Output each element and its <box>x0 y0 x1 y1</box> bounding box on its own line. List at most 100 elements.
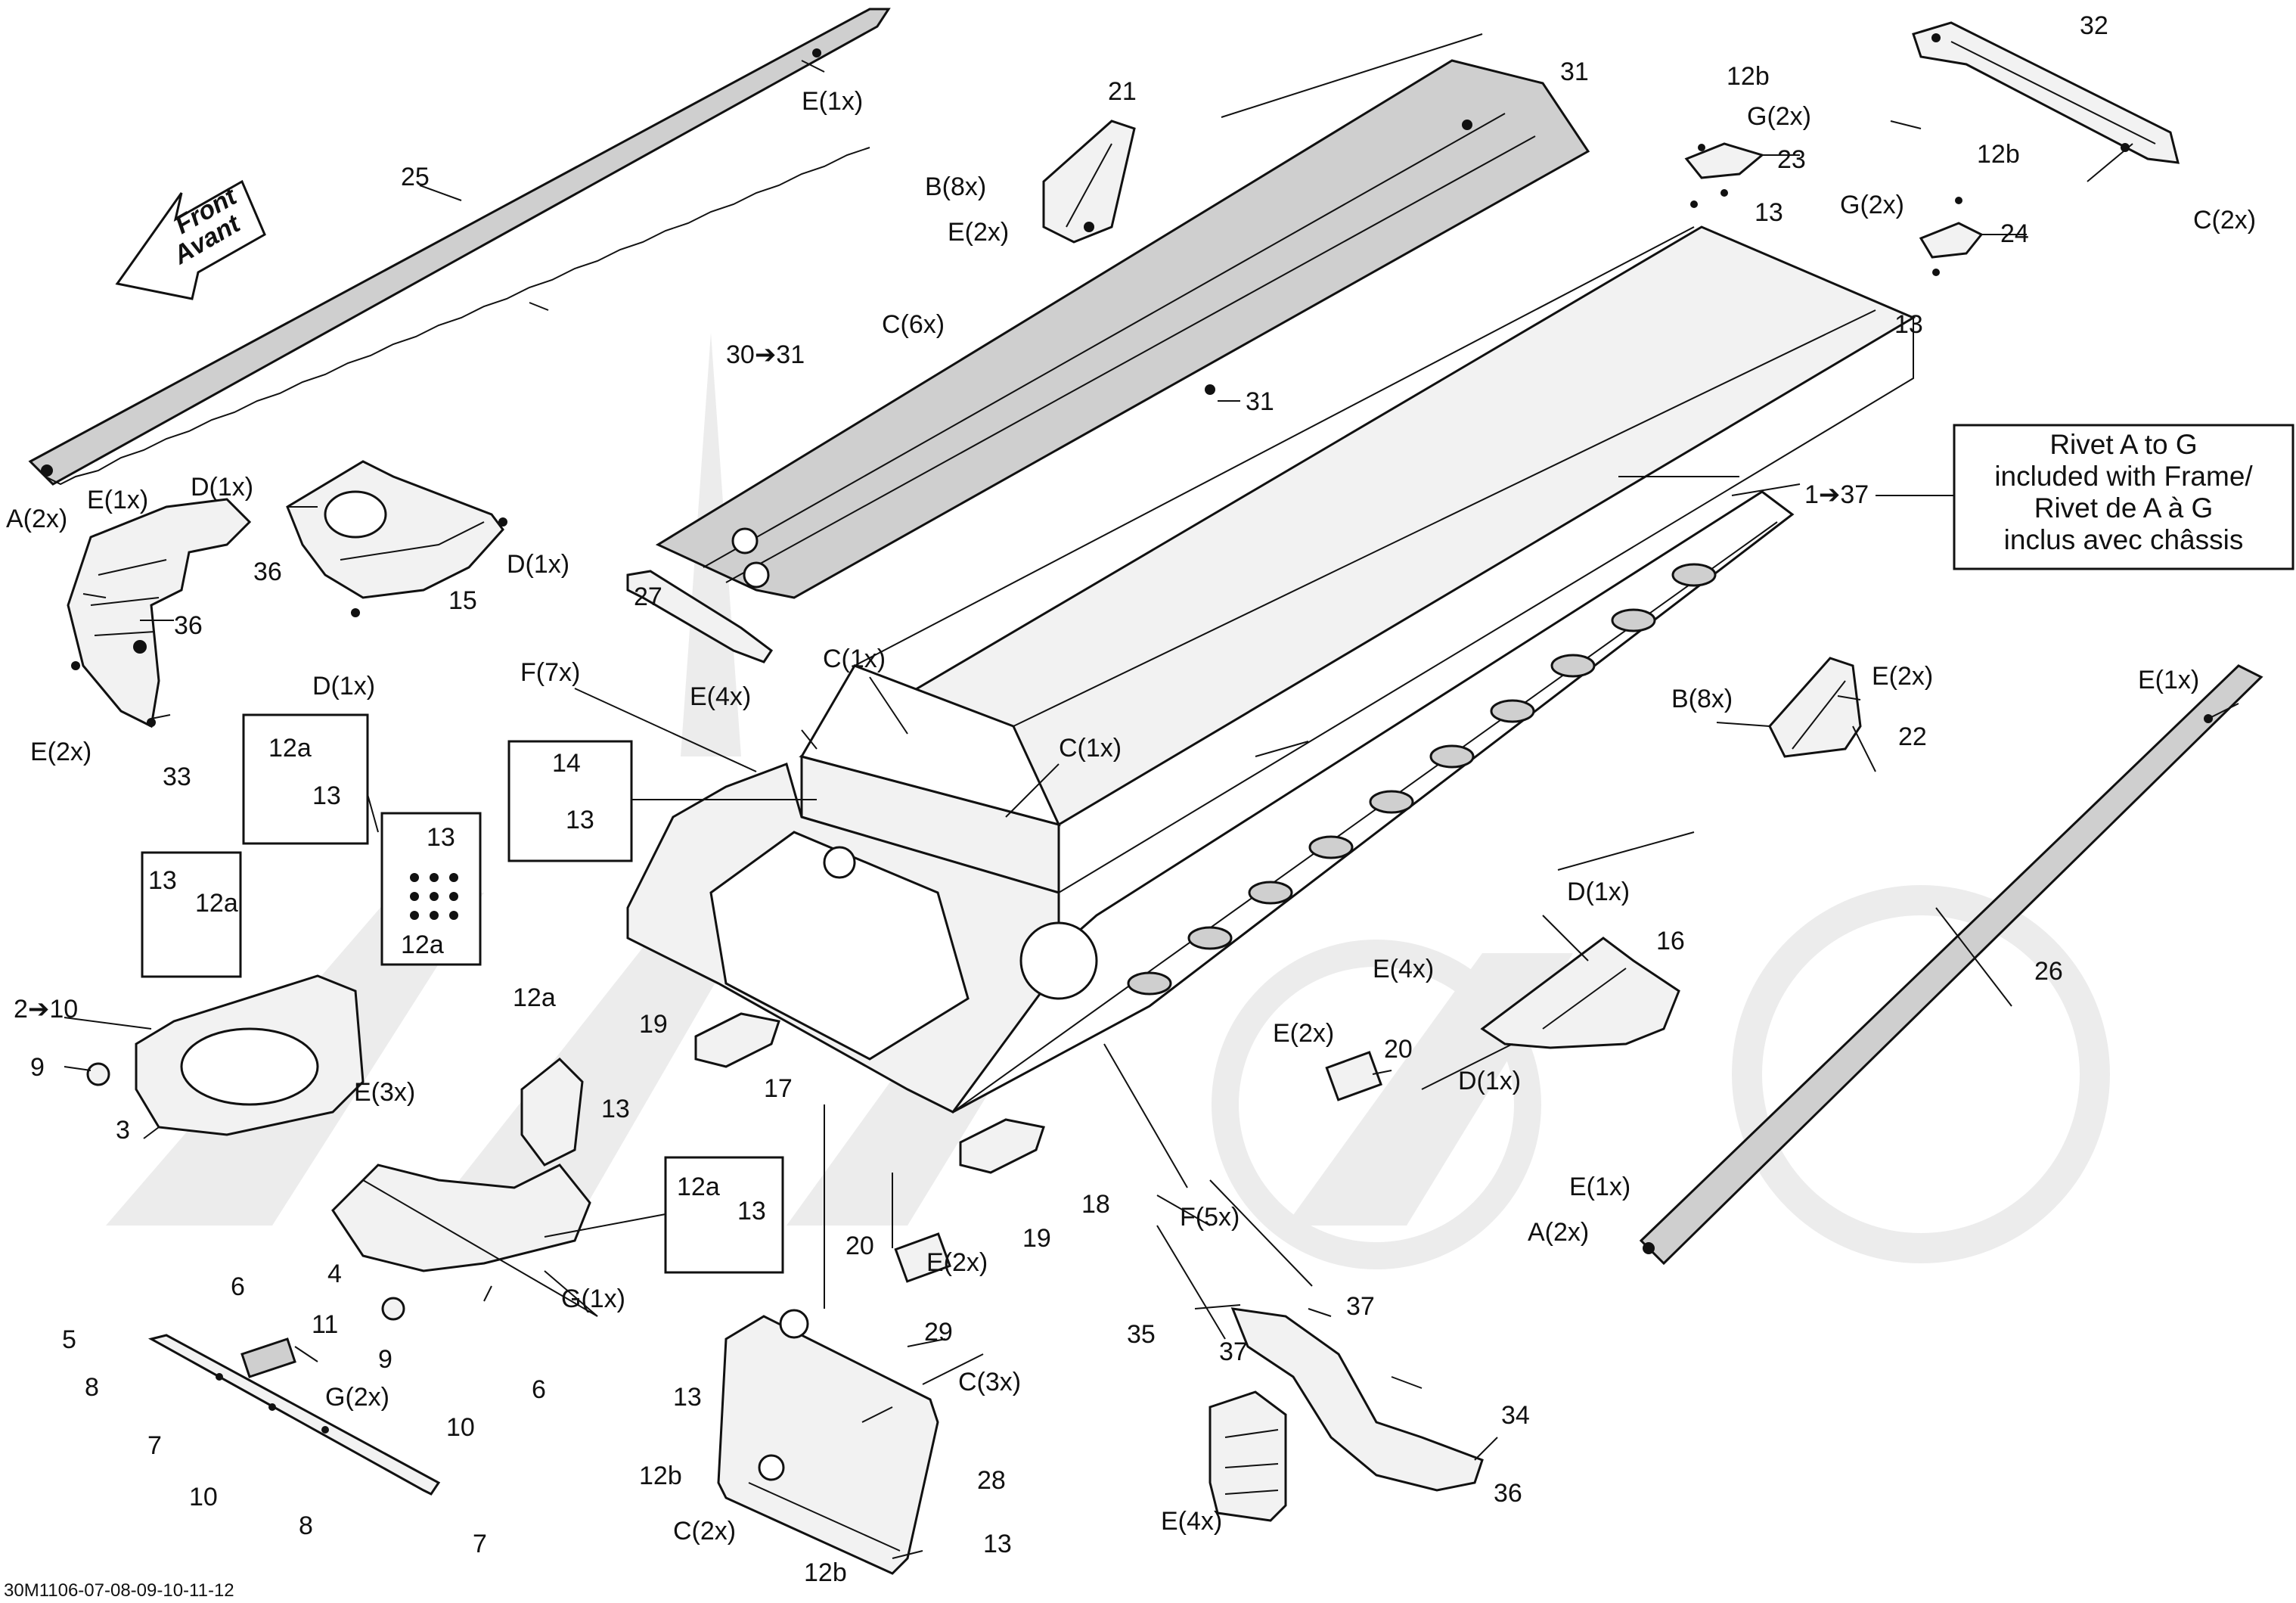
callout-e1x-right2: E(1x) <box>1569 1173 1630 1201</box>
callout-13-23: 13 <box>1755 198 1783 227</box>
callout-25: 25 <box>401 163 430 191</box>
callout-e3x: E(3x) <box>354 1078 415 1107</box>
part-26-runner-right <box>1639 664 2263 1266</box>
callout-36-c: 36 <box>1494 1479 1522 1508</box>
callout-13-mid: 13 <box>601 1095 630 1123</box>
callout-e2x-21: E(2x) <box>948 218 1009 247</box>
callout-12a-box3: 12a <box>401 930 444 959</box>
callout-28: 28 <box>977 1466 1006 1495</box>
part-25-runner-left <box>28 8 891 486</box>
part-2-10-bracket-mid <box>520 1057 584 1167</box>
callout-20-b: 20 <box>845 1232 874 1260</box>
callout-5: 5 <box>62 1325 76 1354</box>
callout-29: 29 <box>924 1318 953 1347</box>
callout-c6x: C(6x) <box>882 310 945 339</box>
info-line-2: included with Frame/ <box>1994 461 2253 492</box>
callout-21: 21 <box>1108 77 1137 106</box>
callout-6-a: 6 <box>231 1272 245 1301</box>
part-32-brace <box>1912 21 2180 164</box>
document-code: 30M1106-07-08-09-10-11-12 <box>4 1580 234 1601</box>
info-line-4: inclus avec châssis <box>2004 524 2244 555</box>
callout-e1x-left: E(1x) <box>87 486 148 514</box>
callout-13-28: 13 <box>673 1383 702 1412</box>
callout-labels: E(1x) 25 A(2x) E(1x) D(1x) 36 36 E(2x) 3… <box>6 11 2256 1587</box>
callout-13-14: 13 <box>566 806 594 834</box>
callout-e4x-top: E(4x) <box>690 682 751 711</box>
detail-box-14-13 <box>507 740 633 862</box>
callout-d1x-33: D(1x) <box>191 473 253 502</box>
callout-e2x-18: E(2x) <box>926 1248 988 1277</box>
part-27-bar <box>626 570 774 663</box>
callout-31-b: 31 <box>1246 387 1274 416</box>
callout-32: 32 <box>2080 11 2108 40</box>
callout-11: 11 <box>312 1310 338 1339</box>
callout-g1x: G(1x) <box>561 1285 625 1313</box>
callout-c1x-a: C(1x) <box>823 645 886 673</box>
callout-13-box3: 13 <box>427 823 455 852</box>
callout-35: 35 <box>1127 1320 1156 1349</box>
rivet-info-box: Rivet A to G included with Frame/ Rivet … <box>1953 424 2294 570</box>
part-16-bracket <box>1480 937 1680 1049</box>
callout-1-37: 1➔37 <box>1804 480 1869 509</box>
part-22-gusset <box>1768 657 1862 758</box>
callout-27: 27 <box>634 582 662 611</box>
part-33-bracket <box>67 498 252 728</box>
callout-17: 17 <box>764 1074 793 1103</box>
callout-26: 26 <box>2034 957 2063 986</box>
info-line-1: Rivet A to G <box>2049 429 2197 460</box>
callout-d1x-15a: D(1x) <box>507 550 569 579</box>
part-21-gusset <box>1042 120 1136 244</box>
callout-10-a: 10 <box>446 1413 475 1442</box>
callout-12a-mid: 12a <box>513 983 556 1012</box>
callout-b8x-22: B(8x) <box>1671 685 1733 713</box>
callout-c1x-b: C(1x) <box>1059 734 1122 763</box>
callout-12a-box1: 12a <box>268 734 312 763</box>
callout-13-28b: 13 <box>983 1530 1012 1558</box>
callout-d1x-16b: D(1x) <box>1458 1067 1521 1095</box>
callout-24: 24 <box>2000 219 2029 248</box>
leader-lines <box>64 33 2239 1559</box>
callout-37-b: 37 <box>1219 1337 1248 1366</box>
callout-e2x-20: E(2x) <box>1273 1019 1334 1048</box>
part-20-plate-a <box>1325 1051 1382 1101</box>
part-34-bracket <box>1209 1307 1484 1522</box>
callout-4: 4 <box>327 1260 342 1288</box>
callout-20-a: 20 <box>1384 1035 1413 1064</box>
callout-15: 15 <box>448 586 477 615</box>
callout-12a-box2: 12a <box>195 889 238 918</box>
info-line-3: Rivet de A à G <box>2034 492 2214 523</box>
callout-12b-b: 12b <box>1977 140 2020 169</box>
callout-36-b: 36 <box>174 611 203 640</box>
part-15-bracket <box>286 460 507 617</box>
part-11-plate <box>240 1337 296 1378</box>
callout-f7x: F(7x) <box>520 658 580 687</box>
callout-9-a: 9 <box>30 1053 45 1082</box>
part-3-front-bulkhead <box>86 974 365 1136</box>
callout-e1x-top: E(1x) <box>802 87 863 116</box>
callout-g2x-11: G(2x) <box>325 1383 389 1412</box>
callout-9-b: 9 <box>378 1345 392 1374</box>
callout-6-b: 6 <box>532 1375 546 1404</box>
callout-8-b: 8 <box>299 1511 313 1540</box>
callout-23: 23 <box>1777 145 1806 174</box>
callout-7-a: 7 <box>147 1431 162 1460</box>
part-4-lower-bulkhead <box>331 1163 598 1321</box>
callout-12b-c: 12b <box>639 1462 682 1490</box>
detail-box-13-12a-c <box>380 812 482 966</box>
part-30-tunnel-cover <box>655 59 1590 599</box>
callout-33: 33 <box>163 763 191 791</box>
callout-3: 3 <box>116 1116 130 1145</box>
callout-22: 22 <box>1898 722 1927 751</box>
callout-g2x-23: G(2x) <box>1747 102 1811 131</box>
frame-cutouts <box>1127 563 1717 996</box>
callout-b8x-21: B(8x) <box>925 172 986 201</box>
callout-e4x-34: E(4x) <box>1161 1507 1222 1536</box>
callout-g2x-24: G(2x) <box>1840 191 1904 219</box>
callout-f5x: F(5x) <box>1180 1203 1240 1232</box>
callout-30-31: 30➔31 <box>726 340 805 369</box>
callout-12b-a: 12b <box>1727 62 1770 91</box>
callout-7-b: 7 <box>473 1530 487 1558</box>
callout-19-b: 19 <box>1022 1224 1051 1253</box>
callout-e2x-22: E(2x) <box>1872 662 1933 691</box>
callout-13-box4: 13 <box>737 1197 766 1226</box>
